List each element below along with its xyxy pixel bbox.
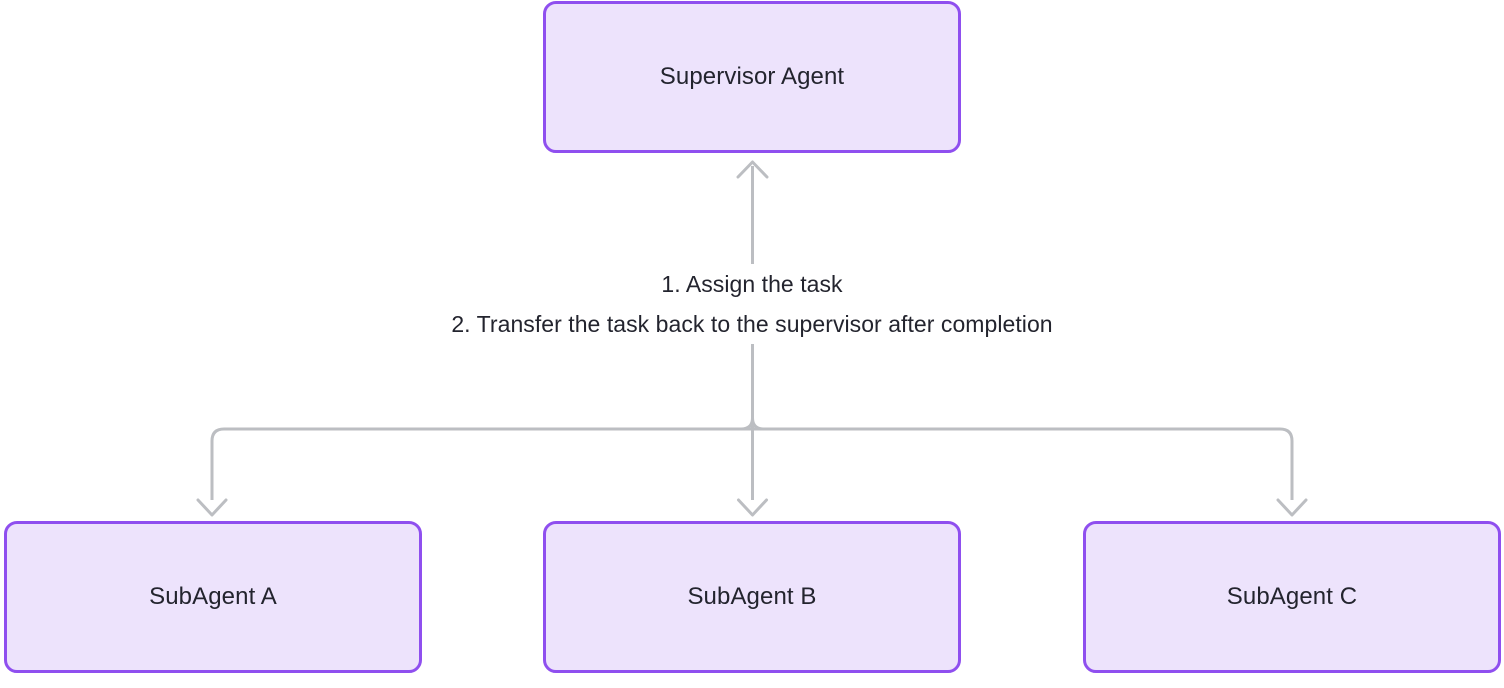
edge-junction-fillet-left	[740, 417, 754, 431]
edge-junction-fillet-right	[751, 417, 765, 431]
arrowhead-up-supervisor-icon	[736, 160, 769, 179]
node-subagent-c-label: SubAgent C	[1226, 582, 1358, 610]
arrowhead-down-subagent-a-icon	[196, 498, 228, 517]
node-subagent-c[interactable]: SubAgent C	[1083, 521, 1501, 673]
arrowhead-down-subagent-b-icon	[737, 498, 768, 517]
edge-hub-to-subagent-c-line	[752, 427, 1294, 500]
node-subagent-a-label: SubAgent A	[149, 582, 277, 610]
node-subagent-b-label: SubAgent B	[687, 582, 817, 610]
edge-hub-to-subagent-a-line	[210, 427, 753, 500]
node-subagent-b[interactable]: SubAgent B	[543, 521, 961, 673]
node-supervisor-agent-label: Supervisor Agent	[659, 62, 845, 90]
arrowhead-down-subagent-c-icon	[1276, 498, 1308, 517]
node-subagent-a[interactable]: SubAgent A	[4, 521, 422, 673]
node-supervisor-agent[interactable]: Supervisor Agent	[543, 1, 961, 153]
